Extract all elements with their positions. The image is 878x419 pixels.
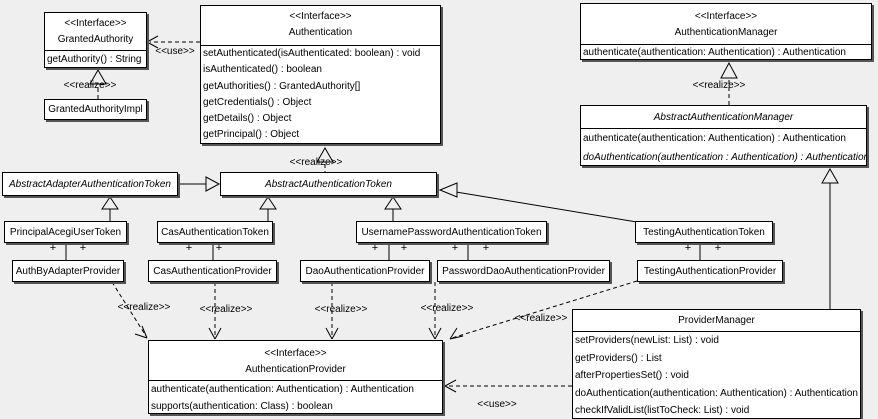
realize-edge-passworddaoprovider [428,282,442,340]
realize-edge-authbyadapterprovider [111,281,148,339]
use-edge-providermanager-authenticationprovider [444,379,572,393]
class-header: <<Interface>> GrantedAuthority [45,13,146,51]
class-name: DaoAuthenticationProvider [305,265,425,277]
class-cas-authentication-provider[interactable]: CasAuthenticationProvider [148,260,277,282]
stereotype: <<Interface>> [264,348,327,359]
class-authentication-manager[interactable]: <<Interface>> AuthenticationManager auth… [580,3,872,60]
class-name: AuthenticationManager [674,27,778,38]
realize-label: <<realize>> [63,80,117,91]
class-provider-manager[interactable]: ProviderManager setProviders(newList: Li… [572,309,861,419]
association-plus: + [684,242,692,254]
association-plus: + [451,242,459,254]
realize-label: <<realize>> [199,304,253,315]
class-name: TestingAuthenticationProvider [643,265,777,277]
method: isAuthenticated() : boolean [203,64,322,76]
class-principal-acegi-user-token[interactable]: PrincipalAcegiUserToken [4,221,127,243]
class-dao-authentication-provider[interactable]: DaoAuthenticationProvider [300,260,430,282]
class-cas-authentication-token[interactable]: CasAuthenticationToken [157,221,273,243]
method: supports(authentication: Class) : boolea… [151,401,333,412]
class-name: GrantedAuthorityImpl [48,104,143,115]
association-plus: + [79,242,87,254]
class-name: Authentication [288,27,353,38]
association-plus: + [371,242,379,254]
class-header: <<Interface>> AuthenticationProvider [149,341,442,381]
stereotype: <<Interface>> [64,18,127,29]
class-name: AbstractAuthenticationManager [581,106,866,129]
class-authentication-provider[interactable]: <<Interface>> AuthenticationProvider aut… [148,340,443,414]
realize-label: <<realize>> [314,304,368,315]
gen-edge-usernamepasswordtoken [384,196,402,221]
class-testing-authentication-provider[interactable]: TestingAuthenticationProvider [637,260,783,282]
realize-label: <<realize>> [420,303,474,314]
realize-edge-testingauthenticationprovider [449,280,638,340]
class-name: AuthByAdapterProvider [15,265,121,277]
realize-edge-casauthenticationprovider [208,282,222,340]
method: getCredentials() : Object [203,96,312,108]
class-name: AbstractAdapterAuthenticationToken [9,178,171,190]
class-abstract-authentication-token[interactable]: AbstractAuthenticationToken [220,172,437,196]
association-plus: + [215,242,223,254]
association-plus: + [714,242,722,254]
class-name: TestingAuthenticationToken [643,226,765,238]
gen-edge-casauthenticationtoken [259,196,277,221]
method: getProviders() : List [575,352,662,364]
class-header: <<Interface>> Authentication [201,6,440,46]
method: authenticate(authentication: Authenticat… [151,384,414,395]
class-auth-by-adapter-provider[interactable]: AuthByAdapterProvider [12,260,124,282]
association-plus: + [185,242,193,254]
realize-label: <<realize>> [117,302,171,313]
class-name: CasAuthenticationProvider [153,265,272,277]
use-edge-authentication-grantedauthority [146,35,200,49]
use-label: <<use>> [155,46,195,57]
class-name: UsernamePasswordAuthenticationToken [361,226,542,238]
use-label: <<use>> [477,399,517,410]
method: afterPropertiesSet() : void [575,370,689,382]
class-abstract-adapter-authentication-token[interactable]: AbstractAdapterAuthenticationToken [2,172,178,196]
method: authenticate(authentication: Authenticat… [583,133,846,144]
class-authentication[interactable]: <<Interface>> Authentication setAuthenti… [200,5,441,144]
method: setProviders(newList: List) : void [575,335,719,346]
class-name: CasAuthenticationToken [161,226,269,238]
method: getPrincipal() : Object [203,129,300,141]
realize-label: <<realize>> [289,157,343,168]
class-name: PasswordDaoAuthenticationProvider [442,265,605,277]
stereotype: <<Interface>> [694,11,758,22]
method: getAuthority() : String [47,54,142,65]
class-username-password-authentication-token[interactable]: UsernamePasswordAuthenticationToken [356,221,547,243]
class-header: <<Interface>> AuthenticationManager [581,4,871,45]
class-name: AuthenticationProvider [245,364,346,375]
class-granted-authority-impl[interactable]: GrantedAuthorityImpl [44,99,147,120]
realize-edge-daoauthenticationprovider [325,282,339,340]
class-name: PrincipalAcegiUserToken [9,226,122,238]
gen-edge-providermanager [821,167,839,309]
class-name: ProviderManager [573,310,860,332]
association-plus: + [400,242,408,254]
class-password-dao-authentication-provider[interactable]: PasswordDaoAuthenticationProvider [437,260,610,282]
method: getDetails() : Object [203,113,292,125]
realize-label: <<realize>> [514,313,568,324]
gen-edge-principalacegiusertoken [101,196,119,221]
method: setAuthenticated(isAuthenticated: boolea… [203,48,421,59]
method: doAuthentication(authentication: Authent… [575,387,858,399]
gen-edge-abstractadapter [178,176,221,192]
association-plus: + [482,242,490,254]
realize-edge-abstractauthenticationmanager [720,61,738,105]
method: checkIfValidList(listToCheck: List) : vo… [575,405,750,417]
class-name: GrantedAuthority [57,34,134,45]
realize-label: <<realize>> [692,80,746,91]
stereotype: <<Interface>> [289,11,352,22]
class-abstract-authentication-manager[interactable]: AbstractAuthenticationManager authentica… [580,105,867,166]
method: authenticate(authentication: Authenticat… [583,47,846,58]
gen-edge-testingauthenticationtoken [438,182,638,223]
method: getAuthorities() : GrantedAuthority[] [203,80,361,92]
realize-edge-grantedauthorityimpl [89,68,107,99]
association-edges-token-provider [65,243,701,260]
association-plus: + [49,242,57,254]
class-granted-authority[interactable]: <<Interface>> GrantedAuthority getAuthor… [44,12,147,68]
class-testing-authentication-token[interactable]: TestingAuthenticationToken [635,221,773,243]
class-name: AbstractAuthenticationToken [265,178,392,190]
method-abstract: doAuthentication(authentication : Authen… [583,152,866,163]
